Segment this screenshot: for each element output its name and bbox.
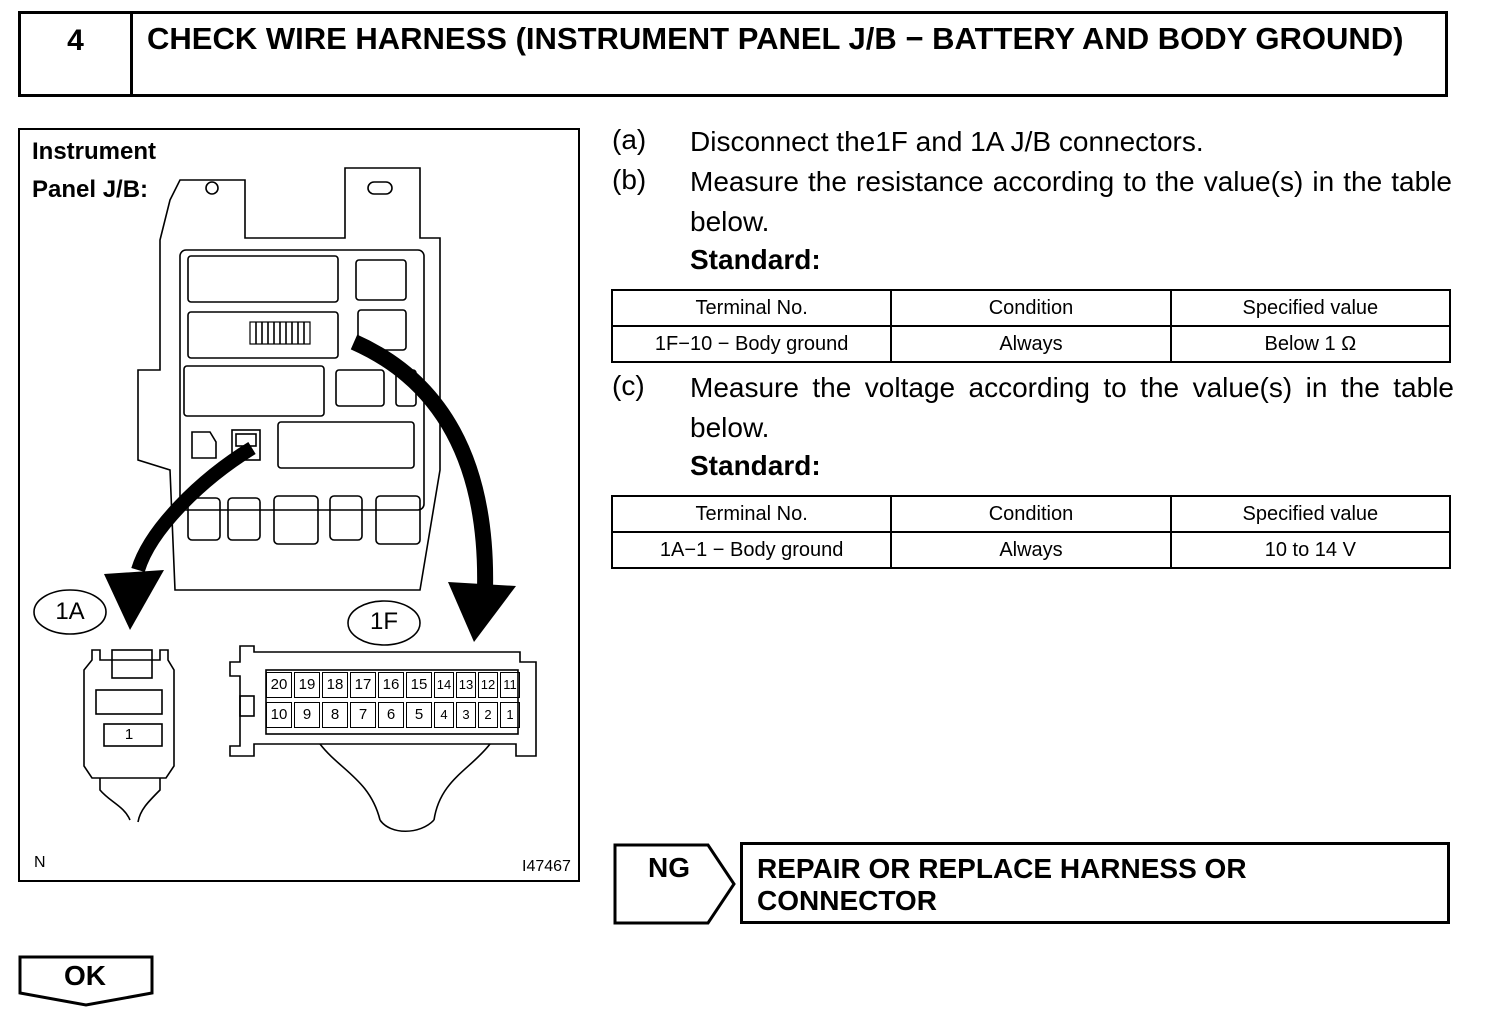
pin-cell: 18 [322, 672, 348, 698]
pin-cell: 20 [266, 672, 292, 698]
pin-cell: 4 [434, 702, 454, 728]
column-header: Terminal No. [610, 495, 893, 533]
pin-cell: 14 [434, 672, 454, 698]
standard-label-b: Standard: [690, 244, 821, 275]
figure-corner-mark: N [34, 854, 46, 871]
ok-label: OK [64, 960, 106, 991]
standard-label-c: Standard: [690, 450, 821, 481]
connector-1a-pin: 1 [124, 726, 134, 743]
column-header: Specified value [1169, 495, 1452, 533]
pin-cell: 16 [378, 672, 404, 698]
table-cell: Always [890, 531, 1172, 569]
pin-cell: 12 [478, 672, 498, 698]
pin-cell: 13 [456, 672, 476, 698]
pin-cell: 5 [406, 702, 432, 728]
pin-cell: 19 [294, 672, 320, 698]
step-a-letter: (a) [612, 124, 647, 155]
pin-cell: 7 [350, 702, 376, 728]
table-header-row: Terminal No. Condition Specified value [610, 289, 1452, 327]
connector-1a-label: 1A [55, 598, 85, 625]
pin-cell: 11 [500, 672, 520, 698]
connector-1f-label: 1F [369, 608, 398, 635]
ng-action-box: REPAIR OR REPLACE HARNESS OR CONNECTOR [740, 842, 1450, 924]
table-cell: Below 1 Ω [1169, 325, 1452, 363]
resistance-table: Terminal No. Condition Specified value 1… [610, 289, 1452, 363]
pin-cell: 2 [478, 702, 498, 728]
pin-cell: 10 [266, 702, 292, 728]
column-header: Terminal No. [610, 289, 893, 327]
ok-tab [18, 955, 154, 1007]
pin-cell: 1 [500, 702, 520, 728]
step-b-text: Measure the resistance according to the … [690, 166, 1452, 237]
column-header: Condition [890, 289, 1172, 327]
ng-action-text: REPAIR OR REPLACE HARNESS OR CONNECTOR [757, 853, 1437, 917]
figure-label-line1: Instrument [32, 138, 157, 165]
ng-action-line2: CONNECTOR [757, 885, 937, 916]
table-cell: 10 to 14 V [1169, 531, 1452, 569]
pin-cell: 3 [456, 702, 476, 728]
ng-label: NG [648, 852, 690, 883]
table-cell: Always [890, 325, 1172, 363]
column-header: Specified value [1169, 289, 1452, 327]
pin-cell: 9 [294, 702, 320, 728]
pin-cell: 17 [350, 672, 376, 698]
step-c-letter: (c) [612, 370, 645, 401]
ng-arrow-box [613, 843, 736, 925]
step-title: CHECK WIRE HARNESS (INSTRUMENT PANEL J/B… [147, 21, 1404, 56]
step-number: 4 [21, 14, 133, 94]
step-a-text: Disconnect the1F and 1A J/B connectors. [690, 126, 1204, 157]
pin-cell: 15 [406, 672, 432, 698]
junction-block-illustration [33, 167, 537, 832]
pin-cell: 8 [322, 702, 348, 728]
step-c-text: Measure the voltage according to the val… [690, 372, 1454, 443]
figure-id: I47467 [522, 858, 571, 875]
table-row: 1F−10 − Body ground Always Below 1 Ω [610, 325, 1452, 363]
table-header-row: Terminal No. Condition Specified value [610, 495, 1452, 533]
table-cell: 1F−10 − Body ground [610, 325, 893, 363]
voltage-table: Terminal No. Condition Specified value 1… [610, 495, 1452, 569]
step-header: 4 CHECK WIRE HARNESS (INSTRUMENT PANEL J… [18, 11, 1448, 97]
figure-label-line2: Panel J/B: [32, 176, 149, 203]
ng-action-line1: REPAIR OR REPLACE HARNESS OR [757, 853, 1247, 884]
step-b-letter: (b) [612, 164, 647, 195]
pin-cell: 6 [378, 702, 404, 728]
column-header: Condition [890, 495, 1172, 533]
table-row: 1A−1 − Body ground Always 10 to 14 V [610, 531, 1452, 569]
table-cell: 1A−1 − Body ground [610, 531, 893, 569]
